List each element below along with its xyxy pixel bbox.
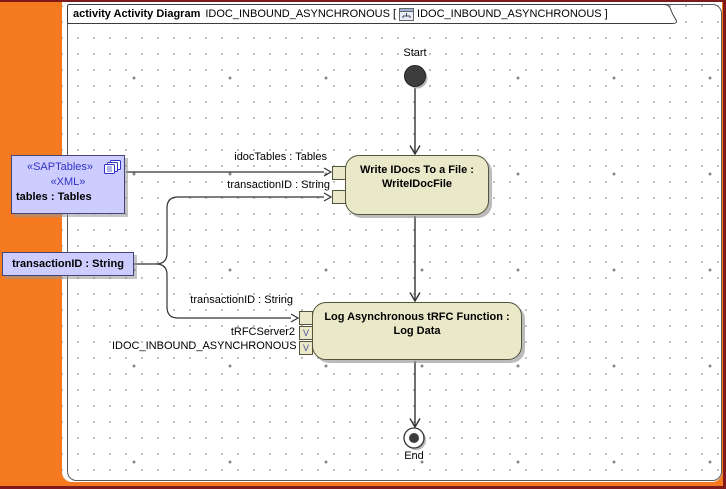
stereotype-saptables: «SAPTables» [26,161,94,173]
control-flow-write-to-log[interactable] [409,216,421,303]
object-node-tables[interactable]: «SAPTables» «XML» tables : Tables [11,155,125,214]
action-write-idocs-line1: Write IDocs To a File : [360,164,474,176]
control-flow-start-to-write[interactable] [409,87,421,156]
action-log-trfc[interactable]: Log Asynchronous tRFC Function : Log Dat… [312,302,522,360]
object-node-tables-name: tables : Tables [16,191,92,203]
pin-transaction-id-write[interactable] [332,190,346,204]
tab-kind-label: activity Activity Diagram [73,8,201,20]
activity-diagram-icon [399,7,415,21]
final-node[interactable] [403,427,426,450]
object-node-transaction-id[interactable]: transactionID : String [2,252,134,276]
action-log-trfc-line2: Log Data [393,325,441,337]
start-node-label[interactable]: Start [403,47,427,59]
stereotype-xml: «XML» [50,176,86,188]
diagram-tab[interactable] [67,4,677,24]
initial-node[interactable] [404,65,428,89]
edge-label-transaction-id-upper[interactable]: transactionID : String [227,179,330,191]
action-log-trfc-line1: Log Asynchronous tRFC Function : [324,311,510,323]
pin-trfc-server-value[interactable]: V [299,326,313,340]
pin-transaction-id-log[interactable] [299,311,313,325]
object-flow-idoc-tables[interactable] [126,167,333,177]
cascade-copies-icon [104,160,121,174]
end-node-label[interactable]: End [404,450,424,462]
control-flow-log-to-end[interactable] [409,361,421,429]
edge-label-transaction-id-lower[interactable]: transactionID : String [190,294,293,306]
diagram-canvas[interactable] [62,2,722,482]
tab-bracket-open: [ [392,8,397,20]
pin-idoc-tables[interactable] [332,166,346,180]
tab-bracket-close: ] [604,8,608,20]
tab-title[interactable]: activity Activity Diagram IDOC_INBOUND_A… [73,5,611,23]
action-write-idocs-line2: WriteIDocFile [381,178,453,190]
pin-idoc-inbound-value[interactable]: V [299,341,313,355]
edge-label-idoc-tables[interactable]: idocTables : Tables [234,151,327,163]
object-node-transaction-id-name: transactionID : String [12,258,124,270]
diagram-frame [67,4,722,481]
edge-label-idoc-inbound[interactable]: IDOC_INBOUND_ASYNCHRONOUS [112,340,297,352]
object-flow-transaction-id-fork[interactable] [134,192,333,323]
tab-diagram-name: IDOC_INBOUND_ASYNCHRONOUS [205,8,390,20]
edge-label-trfc-server[interactable]: tRFCServer2 [230,326,295,338]
action-write-idocs[interactable]: Write IDocs To a File : WriteIDocFile [345,155,489,215]
tab-context-name: IDOC_INBOUND_ASYNCHRONOUS [417,8,602,20]
